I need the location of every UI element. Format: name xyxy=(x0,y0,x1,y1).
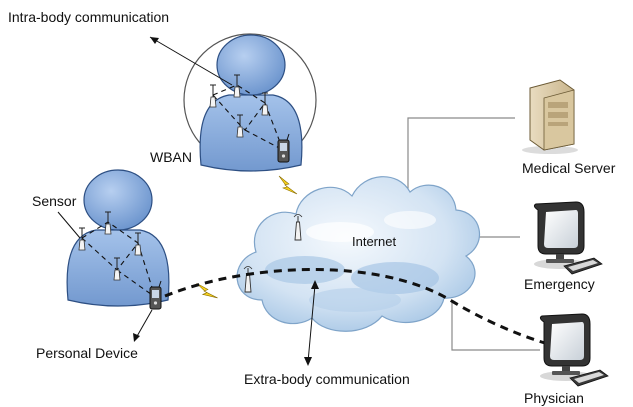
internet-label: Internet xyxy=(352,234,396,249)
personal-device-label: Personal Device xyxy=(36,345,138,361)
arrowhead-icon xyxy=(133,333,140,342)
internet-cloud xyxy=(236,176,481,332)
patient-group xyxy=(66,169,170,310)
wban-group xyxy=(183,33,317,172)
extra-body-pointer xyxy=(307,284,316,363)
intra-body-pointer xyxy=(149,36,233,86)
emergency-label: Emergency xyxy=(524,276,595,292)
sensor-pointer xyxy=(57,211,81,239)
arrowhead-icon xyxy=(304,357,312,366)
personal-device-pointer xyxy=(135,309,153,339)
arrowhead-icon xyxy=(150,37,159,44)
server-connector-line xyxy=(407,117,515,200)
physician-connector-line xyxy=(451,300,540,351)
arrowhead-icon xyxy=(311,280,319,289)
extra-body-dashed-link xyxy=(164,268,581,354)
physician-label: Physician xyxy=(524,390,584,406)
wban-intra-links xyxy=(212,84,284,151)
extra-body-label: Extra-body communication xyxy=(244,371,410,387)
medical-server-label: Medical Server xyxy=(522,160,616,176)
monitor-computer-icon xyxy=(533,201,603,275)
wban-label: WBAN xyxy=(150,149,192,165)
monitor-computer-icon xyxy=(539,313,609,387)
intra-body-label: Intra-body communication xyxy=(8,9,169,25)
sensor-label: Sensor xyxy=(32,193,77,209)
server-tower-icon xyxy=(522,79,578,154)
lightning-bolt-icon xyxy=(278,175,298,195)
